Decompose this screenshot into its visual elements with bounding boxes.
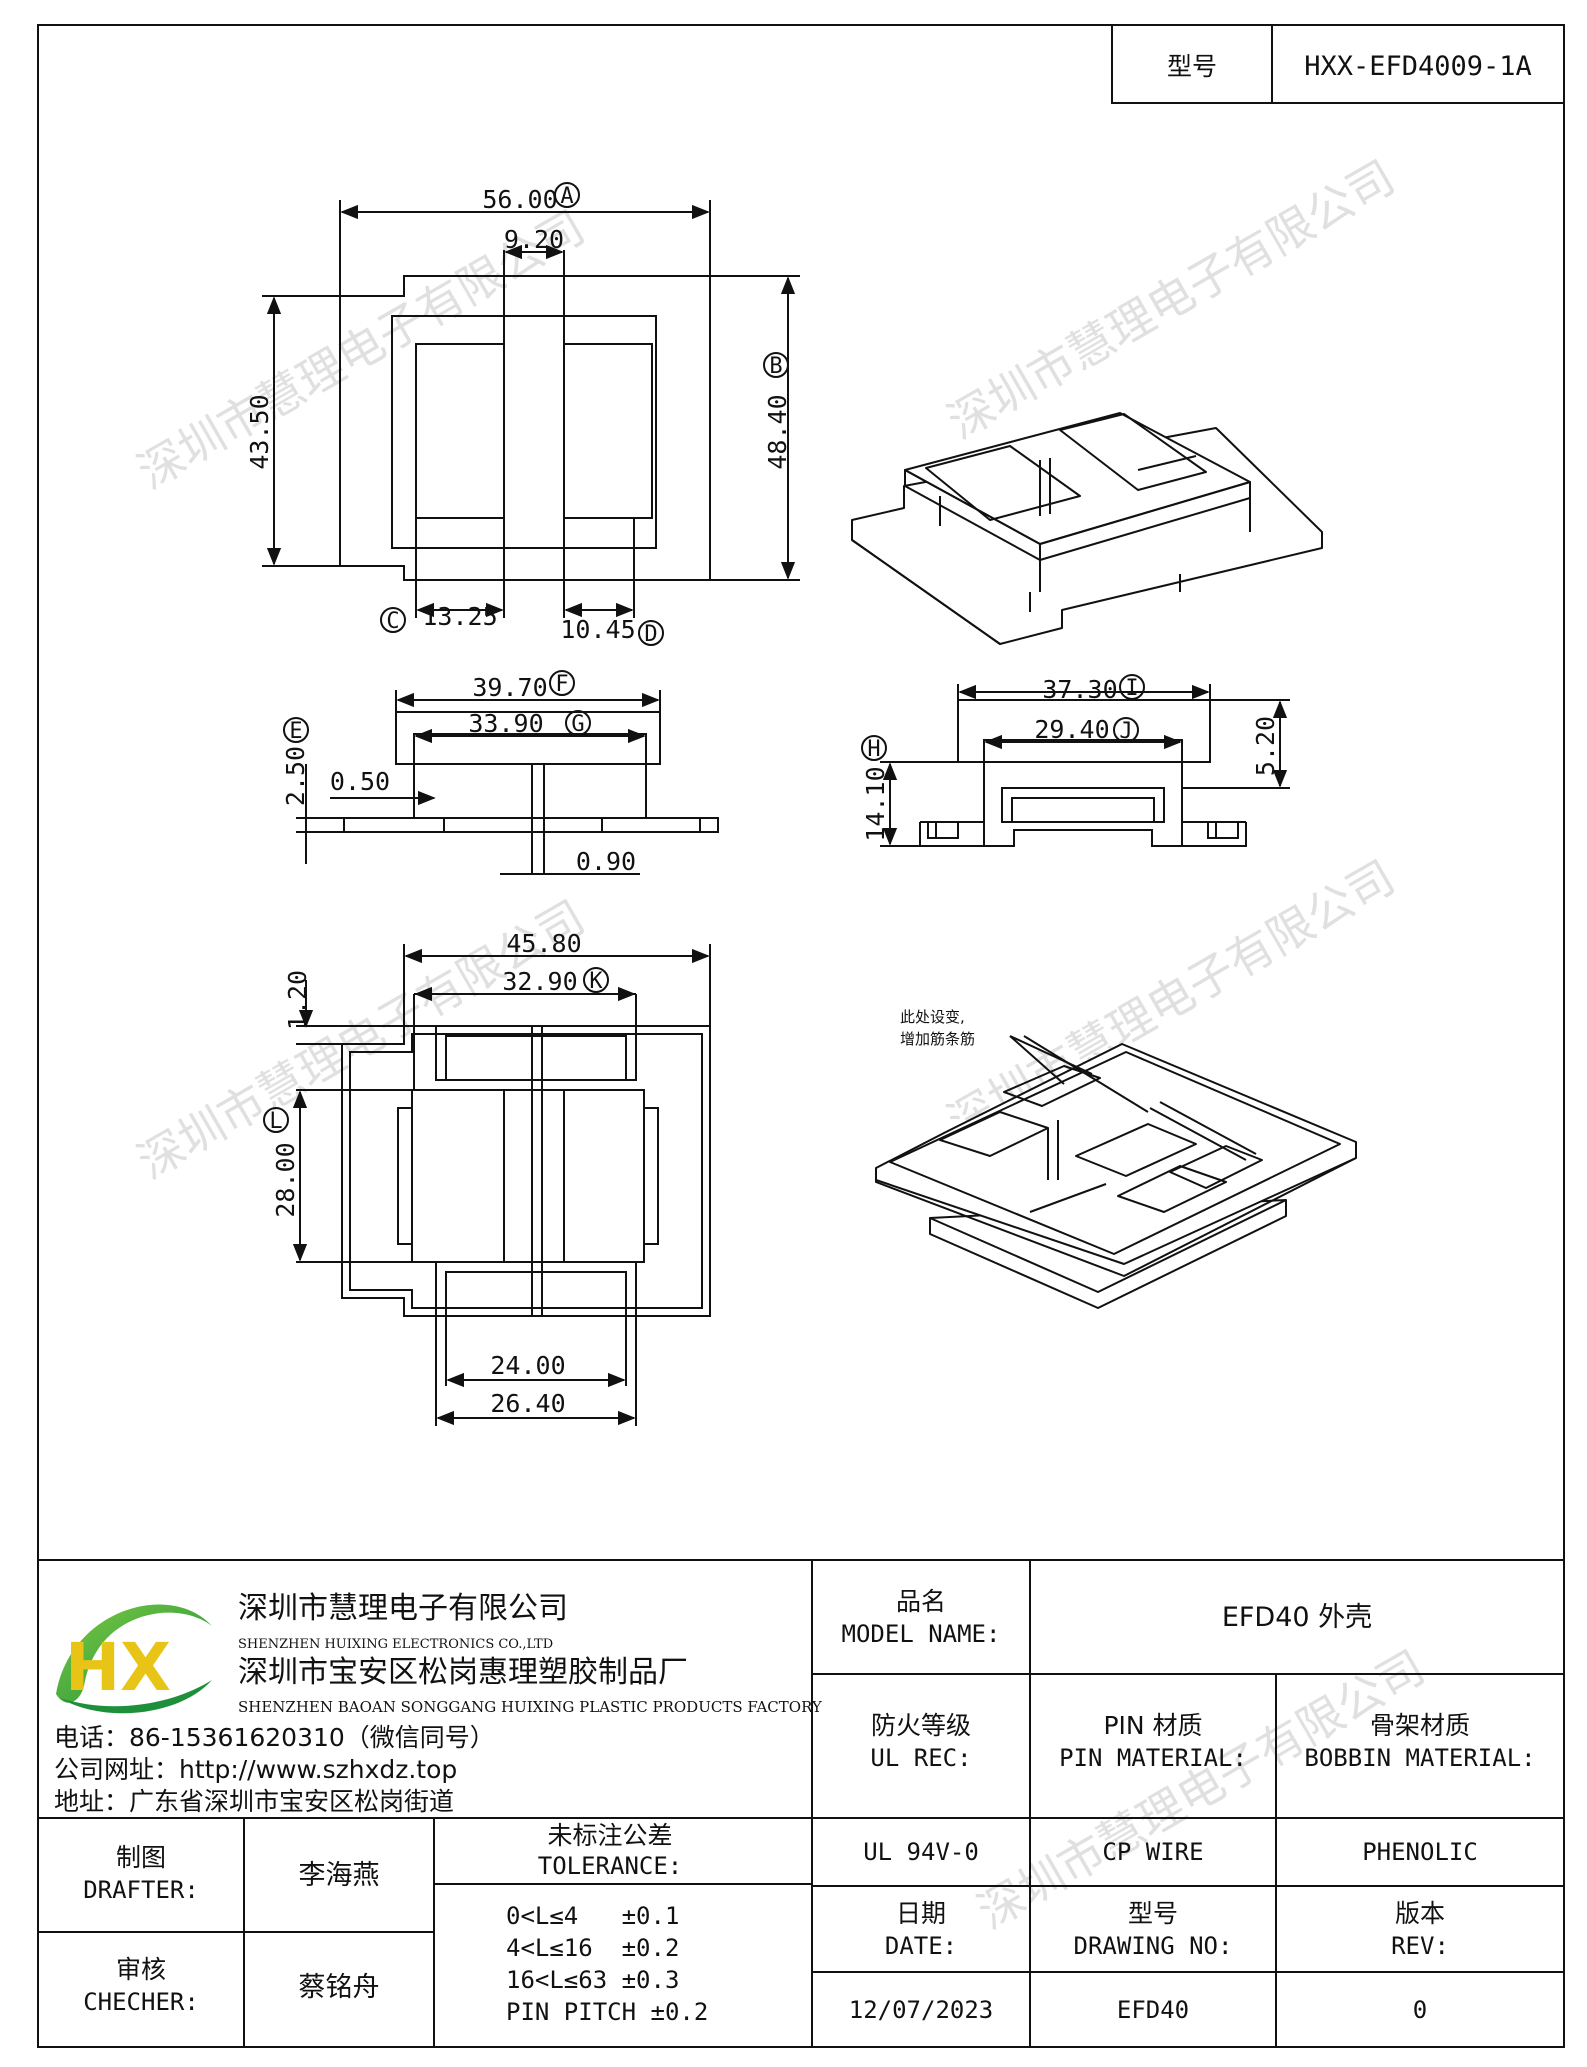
dim-5-20: 5.20: [1251, 716, 1280, 776]
front-view-dimensions: 39.70 33.90 2.50 0.50 0.90 F G E: [281, 672, 636, 876]
bobbin-material-cn: 骨架材质: [1370, 1711, 1470, 1740]
pin-material-en: PIN MATERIAL:: [1059, 1744, 1247, 1772]
iso-note-line1: 此处设变,: [900, 1008, 965, 1026]
isometric-view-bottom: [875, 1035, 1357, 1309]
header-model-label: 型号: [1167, 52, 1217, 81]
company-website: 公司网址：http://www.szhxdz.top: [54, 1755, 457, 1784]
bottom-view: [263, 944, 711, 1426]
dim-0-90: 0.90: [576, 847, 636, 876]
company-logo: HX: [56, 1604, 212, 1714]
company-phone: 电话：86-15361620310（微信同号）: [54, 1723, 495, 1752]
drafter-value: 李海燕: [299, 1860, 380, 1891]
company-name-cn: 深圳市慧理电子有限公司: [238, 1591, 568, 1626]
label-d: D: [644, 622, 657, 647]
dim-29-40: 29.40: [1034, 715, 1109, 744]
dim-33-90: 33.90: [468, 709, 543, 738]
factory-name-en: SHENZHEN BAOAN SONGGANG HUIXING PLASTIC …: [238, 1698, 823, 1716]
title-block-grid: [38, 1559, 1564, 2047]
dim-24-00: 24.00: [490, 1351, 565, 1380]
drawing-no-cn: 型号: [1128, 1899, 1178, 1928]
dim-height-43-50: 43.50: [245, 394, 274, 469]
dim-45-80: 45.80: [506, 929, 581, 958]
drafter-cn: 制图: [116, 1843, 166, 1872]
label-e: E: [289, 719, 302, 744]
model-name-en: MODEL NAME:: [842, 1620, 1001, 1648]
top-view: [262, 182, 800, 646]
dim-26-40: 26.40: [490, 1389, 565, 1418]
rev-value: 0: [1413, 1996, 1427, 2024]
header-model-value: HXX-EFD4009-1A: [1304, 51, 1532, 82]
header-model-box: 型号 HXX-EFD4009-1A: [1111, 24, 1565, 104]
date-cn: 日期: [896, 1899, 946, 1928]
tolerance-cn: 未标注公差: [547, 1821, 672, 1850]
sheet-border: [37, 24, 1565, 2048]
iso-note: 此处设变, 增加筋条筋: [900, 1008, 975, 1048]
label-g: G: [571, 712, 584, 737]
ul-rec-value: UL 94V-0: [863, 1838, 979, 1866]
tolerance-line: 16<L≤63 ±0.3: [506, 1966, 679, 1994]
model-name-value: EFD40 外壳: [1222, 1602, 1372, 1633]
date-en: DATE:: [885, 1932, 957, 1960]
pin-material-cn: PIN 材质: [1103, 1711, 1202, 1740]
drawing-no-en: DRAWING NO:: [1074, 1932, 1233, 1960]
isometric-view-top: [851, 412, 1323, 645]
factory-name-cn: 深圳市宝安区松岗惠理塑胶制品厂: [238, 1655, 688, 1690]
date-value: 12/07/2023: [849, 1996, 994, 2024]
drafter-en: DRAFTER:: [83, 1876, 199, 1904]
watermark-text: 深圳市慧理电子有限公司: [969, 1640, 1434, 1940]
dim-13-25: 13.25: [422, 602, 497, 631]
rev-en: REV:: [1391, 1932, 1449, 1960]
label-b: B: [769, 354, 782, 379]
side-view-dimensions: 37.30 29.40 14.10 5.20 I J H: [861, 675, 1280, 842]
label-k: K: [589, 969, 603, 994]
checker-value: 蔡铭舟: [299, 1972, 380, 2003]
label-a: A: [560, 184, 573, 209]
title-block-text: 品名 MODEL NAME: EFD40 外壳 防火等级 UL REC: PIN…: [83, 1587, 1535, 2026]
drawing-no-value: EFD40: [1117, 1996, 1189, 2024]
dim-center-9-20: 9.20: [504, 225, 564, 254]
model-name-cn: 品名: [896, 1587, 946, 1616]
dim-0-50: 0.50: [330, 767, 390, 796]
company-name-en: SHENZHEN HUIXING ELECTRONICS CO.,LTD: [238, 1637, 553, 1652]
bobbin-material-en: BOBBIN MATERIAL:: [1304, 1744, 1535, 1772]
bobbin-material-value: PHENOLIC: [1362, 1838, 1478, 1866]
dim-32-90: 32.90: [502, 967, 577, 996]
checker-en: CHECHER:: [83, 1988, 199, 2016]
label-h: H: [867, 737, 880, 762]
dim-37-30: 37.30: [1042, 675, 1117, 704]
dim-width-56: 56.00: [482, 185, 557, 214]
label-f: F: [555, 672, 568, 697]
rev-cn: 版本: [1395, 1899, 1445, 1928]
company-address: 地址：广东省深圳市宝安区松岗街道: [54, 1787, 454, 1816]
label-l: L: [269, 1109, 282, 1134]
dim-height-48-40: 48.40: [763, 394, 792, 469]
tolerance-line: 0<L≤4 ±0.1: [506, 1902, 679, 1930]
ul-rec-cn: 防火等级: [871, 1711, 971, 1740]
tolerance-line: PIN PITCH ±0.2: [506, 1998, 708, 2026]
top-view-dimensions: 56.00 9.20 43.50 48.40 13.25 10.45 A B C…: [245, 184, 792, 647]
dim-28-00: 28.00: [271, 1142, 300, 1217]
logo-letters: HX: [65, 1629, 171, 1706]
dim-1-20: 1.20: [283, 970, 312, 1030]
watermark-text: 深圳市慧理电子有限公司: [939, 150, 1404, 450]
iso-note-line2: 增加筋条筋: [900, 1030, 975, 1048]
checker-cn: 审核: [116, 1955, 166, 1984]
dim-2-50: 2.50: [281, 746, 310, 806]
dim-39-70: 39.70: [472, 673, 547, 702]
company-info: 深圳市慧理电子有限公司 SHENZHEN HUIXING ELECTRONICS…: [54, 1591, 823, 1816]
bottom-view-dimensions: 45.80 32.90 1.20 28.00 24.00 26.40 K L: [269, 929, 603, 1418]
pin-material-value: CP WIRE: [1102, 1838, 1203, 1866]
ul-rec-en: UL REC:: [870, 1744, 971, 1772]
tolerance-en: TOLERANCE:: [538, 1852, 683, 1880]
label-i: I: [1125, 676, 1138, 701]
tolerance-line: 4<L≤16 ±0.2: [506, 1934, 679, 1962]
front-view: [283, 670, 719, 875]
dim-14-10: 14.10: [861, 766, 890, 841]
dim-10-45: 10.45: [560, 615, 635, 644]
label-j: J: [1119, 719, 1132, 744]
label-c: C: [386, 609, 399, 634]
side-view: [861, 674, 1290, 847]
